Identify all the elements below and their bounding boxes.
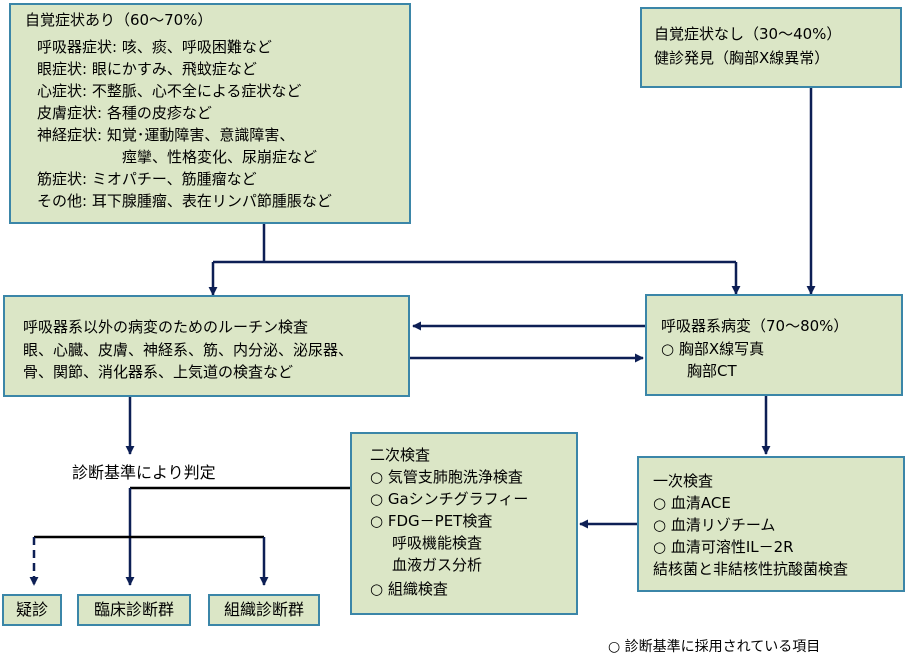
secondary-exam-line: 二次検査	[370, 446, 431, 464]
symptom-line: 心症状: 不整脈、心不全による症状など	[37, 82, 302, 100]
symptom-line: 痙攣、性格変化、尿崩症など	[122, 148, 318, 166]
symptomatic-box: 自覚症状あり（60～70%） 呼吸器症状: 咳、痰、呼吸困難など 眼症状: 眼に…	[9, 3, 411, 224]
secondary-exam-line: 呼吸機能検査	[392, 534, 483, 552]
primary-exam-line: ○ 血清リゾチーム	[653, 516, 776, 534]
outcome-label: 臨床診断群	[93, 600, 174, 619]
asymptomatic-line: 健診発見（胸部X線異常）	[654, 49, 830, 67]
asymptomatic-box: 自覚症状なし（30～40%） 健診発見（胸部X線異常）	[640, 7, 902, 88]
symptom-line: 筋症状: ミオパチー、筋腫瘤など	[37, 170, 257, 188]
secondary-exam-line: ○ 組織検査	[370, 580, 448, 598]
outcome-suspected: 疑診	[2, 594, 62, 626]
routine-exam-box: 呼吸器系以外の病変のためのルーチン検査 眼、心臓、皮膚、神経系、筋、内分泌、泌尿…	[3, 295, 410, 397]
primary-exam-line: 一次検査	[653, 472, 714, 490]
outcome-label: 組織診断群	[223, 600, 304, 619]
primary-exam-line: 結核菌と非結核性抗酸菌検査	[653, 560, 849, 578]
primary-exam-line: ○ 血清ACE	[653, 494, 731, 512]
respiratory-line: 胸部CT	[687, 362, 737, 380]
symptom-line: その他: 耳下腺腫瘤、表在リンパ節腫脹など	[37, 192, 332, 210]
outcome-label: 疑診	[15, 600, 48, 619]
respiratory-line: 呼吸器系病変（70～80%）	[661, 317, 849, 335]
secondary-exam-line: 血液ガス分析	[392, 556, 483, 574]
routine-exam-line: 骨、関節、消化器系、上気道の検査など	[23, 363, 294, 381]
criteria-label: 診断基準により判定	[72, 463, 216, 482]
outcome-clinical-diagnosis: 臨床診断群	[77, 594, 191, 626]
symptom-line: 皮膚症状: 各種の皮疹など	[37, 104, 212, 122]
secondary-exam-line: ○ 気管支肺胞洗浄検査	[370, 468, 523, 486]
asymptomatic-line: 自覚症状なし（30～40%）	[654, 25, 842, 43]
secondary-exam-box: 二次検査 ○ 気管支肺胞洗浄検査 ○ Gaシンチグラフィー ○ FDG－PET検…	[350, 432, 578, 615]
respiratory-box: 呼吸器系病変（70～80%） ○ 胸部X線写真 胸部CT	[645, 294, 903, 396]
legend-note: ○ 診断基準に採用されている項目	[608, 639, 821, 655]
routine-exam-line: 眼、心臓、皮膚、神経系、筋、内分泌、泌尿器、	[23, 341, 354, 359]
symptom-line: 呼吸器症状: 咳、痰、呼吸困難など	[37, 38, 272, 56]
symptom-line: 眼症状: 眼にかすみ、飛蚊症など	[37, 60, 257, 78]
routine-exam-line: 呼吸器系以外の病変のためのルーチン検査	[23, 318, 309, 336]
primary-exam-box: 一次検査 ○ 血清ACE ○ 血清リゾチーム ○ 血清可溶性IL－2R 結核菌と…	[637, 456, 905, 592]
symptom-line: 神経症状: 知覚･運動障害、意識障害、	[37, 126, 295, 144]
symptomatic-title: 自覚症状あり（60～70%）	[25, 11, 213, 29]
respiratory-line: ○ 胸部X線写真	[661, 340, 765, 358]
outcome-histological-diagnosis: 組織診断群	[208, 594, 320, 626]
primary-exam-line: ○ 血清可溶性IL－2R	[653, 538, 794, 556]
secondary-exam-line: ○ Gaシンチグラフィー	[370, 490, 529, 508]
secondary-exam-line: ○ FDG－PET検査	[370, 512, 493, 530]
